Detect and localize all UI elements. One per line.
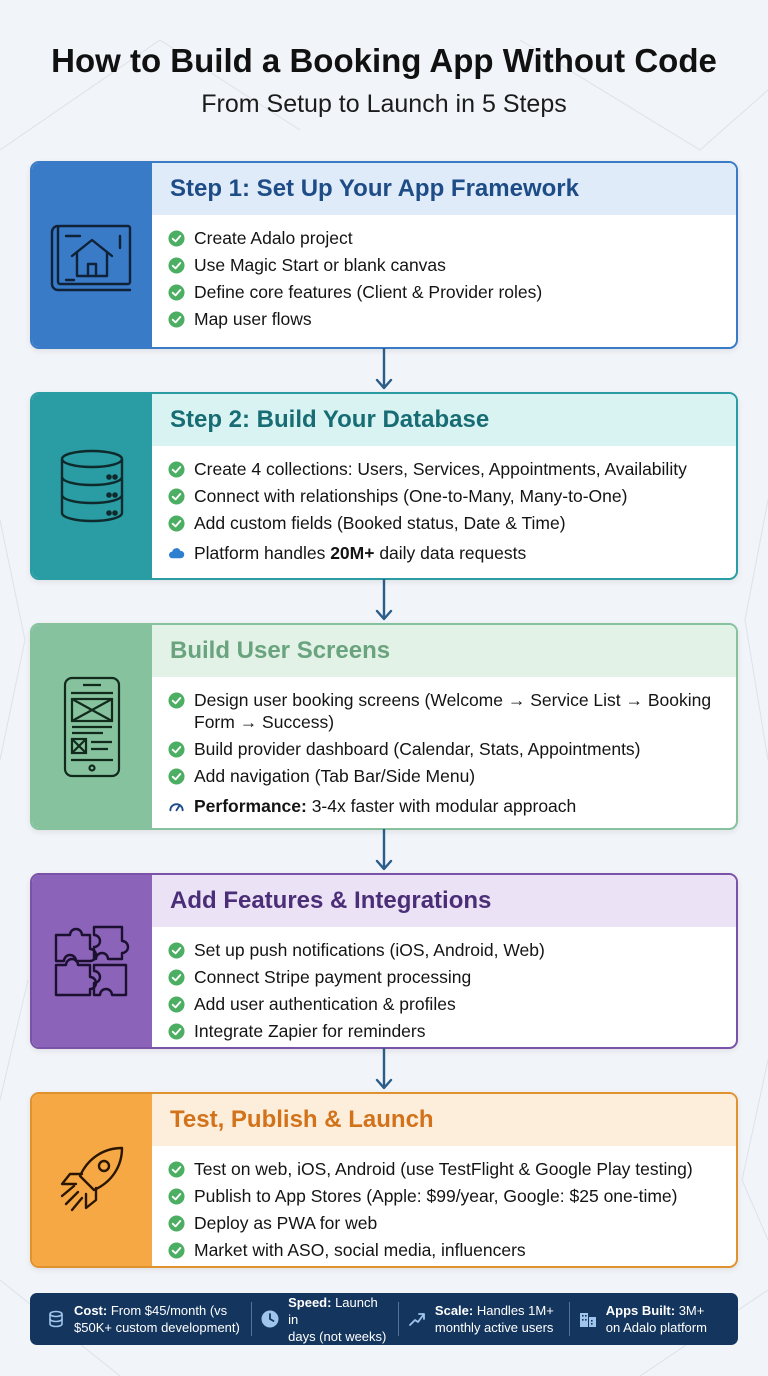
step-5-icon-panel <box>32 1094 152 1266</box>
blueprint-house-icon <box>50 224 132 292</box>
footer-scale: Scale: Handles 1M+monthly active users <box>399 1302 569 1336</box>
footer-cost: Cost: From $45/month (vs$50K+ custom dev… <box>38 1302 251 1336</box>
speedometer-icon <box>169 803 184 812</box>
check-circle-icon <box>168 311 185 328</box>
database-icon <box>60 449 124 523</box>
step-1-card: Step 1: Set Up Your App Framework Create… <box>30 161 738 349</box>
step-5-heading: Test, Publish & Launch <box>152 1094 736 1146</box>
check-circle-icon <box>168 1188 185 1205</box>
stats-footer: Cost: From $45/month (vs$50K+ custom dev… <box>30 1293 738 1345</box>
list-item: Deploy as PWA for web <box>168 1210 726 1237</box>
check-circle-icon <box>168 768 185 785</box>
check-circle-icon <box>168 488 185 505</box>
check-circle-icon <box>168 284 185 301</box>
check-circle-icon <box>168 996 185 1013</box>
check-circle-icon <box>168 692 185 709</box>
step-4-list: Set up push notifications (iOS, Android,… <box>168 937 726 1045</box>
list-item: Add user authentication & profiles <box>168 991 726 1018</box>
step-4-icon-panel <box>32 875 152 1047</box>
step-4-card: Add Features & Integrations Set up push … <box>30 873 738 1049</box>
list-item: Add custom fields (Booked status, Date &… <box>168 510 726 537</box>
step-1-heading: Step 1: Set Up Your App Framework <box>152 163 736 215</box>
step-3-card: Build User Screens Design user booking s… <box>30 623 738 830</box>
step-3-list: Design user booking screens (Welcome → S… <box>168 687 726 820</box>
step-1-list: Create Adalo project Use Magic Start or … <box>168 225 726 333</box>
step-3-heading: Build User Screens <box>152 625 736 677</box>
footer-divider <box>251 1302 253 1336</box>
check-circle-icon <box>168 741 185 758</box>
buildings-icon <box>579 1313 596 1327</box>
step-2-icon-panel <box>32 394 152 578</box>
footer-apps-built: Apps Built: 3M+on Adalo platform <box>570 1302 730 1336</box>
step-3-icon-panel <box>32 625 152 828</box>
check-circle-icon <box>168 515 185 532</box>
check-circle-icon <box>168 1161 185 1178</box>
list-item: Design user booking screens (Welcome → S… <box>168 689 726 733</box>
stat-note: Platform handles 20M+ daily data request… <box>168 540 726 567</box>
rocket-icon <box>60 1146 124 1212</box>
step-5-card: Test, Publish & Launch Test on web, iOS,… <box>30 1092 738 1268</box>
arrow-down-icon <box>375 579 393 621</box>
check-circle-icon <box>168 1242 185 1259</box>
check-circle-icon <box>168 1215 185 1232</box>
coins-icon <box>49 1310 63 1328</box>
list-item: Create Adalo project <box>168 225 726 252</box>
check-circle-icon <box>168 230 185 247</box>
list-item: Set up push notifications (iOS, Android,… <box>168 937 726 964</box>
step-4-heading: Add Features & Integrations <box>152 875 736 927</box>
list-item: Connect Stripe payment processing <box>168 964 726 991</box>
check-circle-icon <box>168 969 185 986</box>
check-circle-icon <box>168 461 185 478</box>
list-item: Add navigation (Tab Bar/Side Menu) <box>168 763 726 790</box>
page-title: How to Build a Booking App Without Code <box>51 42 717 79</box>
list-item: Market with ASO, social media, influence… <box>168 1237 726 1264</box>
list-item: Publish to App Stores (Apple: $99/year, … <box>168 1183 726 1210</box>
trend-up-icon <box>409 1313 425 1326</box>
clock-icon <box>261 1310 279 1328</box>
footer-divider <box>568 1302 570 1336</box>
list-item: Use Magic Start or blank canvas <box>168 252 726 279</box>
puzzle-icon <box>54 925 130 997</box>
cloud-icon <box>168 548 185 559</box>
arrow-down-icon <box>375 829 393 871</box>
check-circle-icon <box>168 942 185 959</box>
list-item: Build provider dashboard (Calendar, Stat… <box>168 736 726 763</box>
stat-note: Performance: 3-4x faster with modular ap… <box>168 793 726 820</box>
list-item: Define core features (Client & Provider … <box>168 279 726 306</box>
check-circle-icon <box>168 257 185 274</box>
list-item: Test on web, iOS, Android (use TestFligh… <box>168 1156 726 1183</box>
mobile-wireframe-icon <box>63 676 121 777</box>
step-2-list: Create 4 collections: Users, Services, A… <box>168 456 726 567</box>
footer-divider <box>397 1302 399 1336</box>
arrow-down-icon <box>375 1048 393 1090</box>
page-subtitle: From Setup to Launch in 5 Steps <box>201 90 567 118</box>
step-1-icon-panel <box>32 163 152 347</box>
step-2-heading: Step 2: Build Your Database <box>152 394 736 446</box>
step-2-card: Step 2: Build Your Database Create 4 col… <box>30 392 738 580</box>
list-item: Map user flows <box>168 306 726 333</box>
arrow-down-icon <box>375 348 393 390</box>
list-item: Connect with relationships (One-to-Many,… <box>168 483 726 510</box>
list-item: Integrate Zapier for reminders <box>168 1018 726 1045</box>
list-item: Create 4 collections: Users, Services, A… <box>168 456 726 483</box>
check-circle-icon <box>168 1023 185 1040</box>
step-5-list: Test on web, iOS, Android (use TestFligh… <box>168 1156 726 1264</box>
